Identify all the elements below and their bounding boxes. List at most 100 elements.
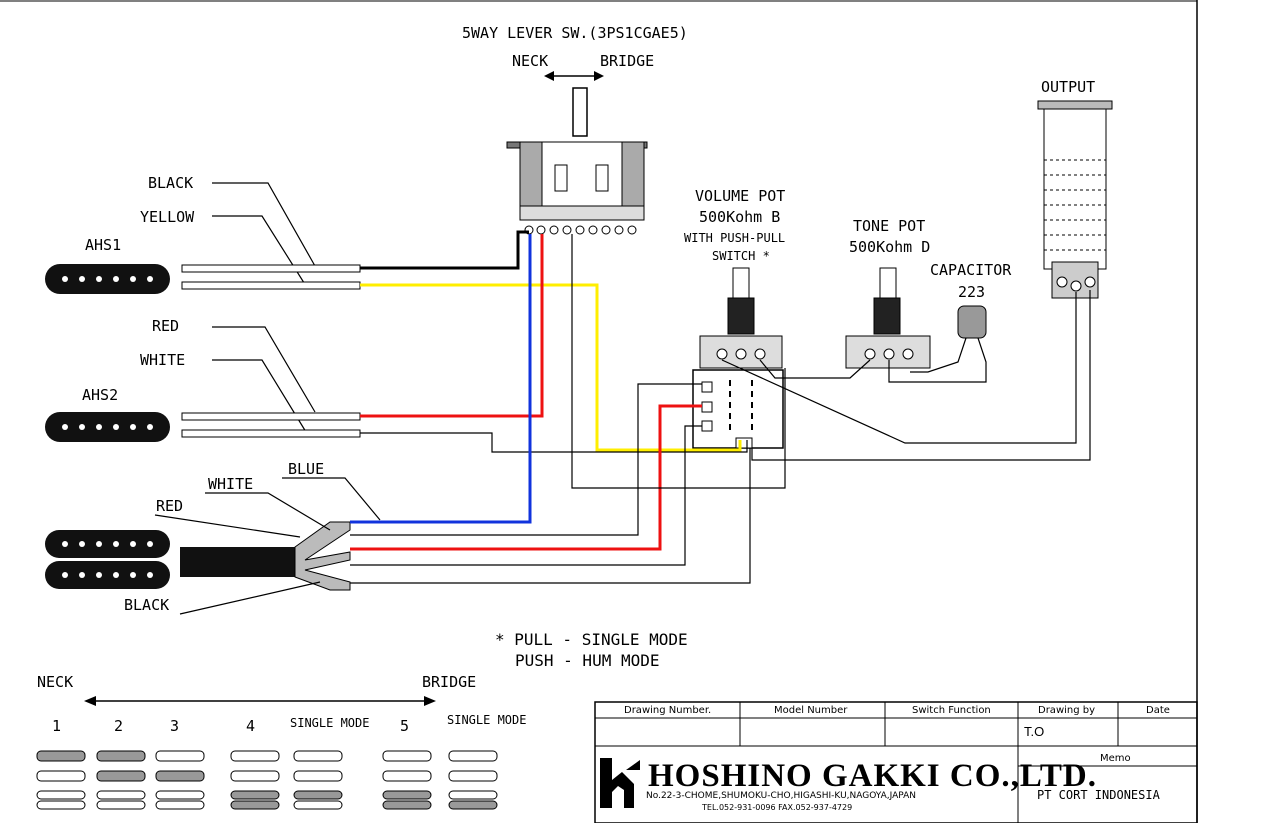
tb-drawing-number: Drawing Number. [624,705,711,716]
position-icon-coil [155,790,205,800]
position-label-5: 5 [400,717,409,735]
position-icon-coil [36,770,86,782]
capacitor-line2: 223 [958,283,985,301]
position-icon-coil [448,790,498,800]
wire-ahs1-black [360,230,529,270]
switch-side-left [519,141,543,215]
pickup-ahs1: AHS1 BLACK YELLOW [45,174,361,294]
positions-neck-label: NECK [37,673,73,691]
ahs1-label: AHS1 [85,236,121,254]
ahs1-wire2-label: YELLOW [140,208,195,226]
position-icon-coil [230,790,280,800]
wires [350,230,1091,584]
wire-hb-blue [350,234,532,524]
volume-pot: VOLUME POT 500Kohm B WITH PUSH-PULL SWIT… [684,187,785,449]
ahs2-wire2-label: WHITE [140,351,185,369]
arrow-head-right [594,71,604,81]
push-pull-note: * PULL - SINGLE MODE PUSH - HUM MODE [495,630,688,670]
ahs2-wire1-leader [212,326,316,413]
position-icon-coil [96,790,146,800]
pickup-ahs2: AHS2 RED WHITE [45,317,361,442]
humbucker-blue-label: BLUE [288,460,324,478]
wire-hb-black [350,448,751,584]
switch-lugs [524,225,637,235]
company-logo [600,758,640,808]
ahs2-wire1-label: RED [152,317,179,335]
humbucker-coil-bottom [45,561,170,589]
position-label-2: 2 [114,717,123,735]
ahs2-wire2-leader [212,359,307,433]
wire-vol-to-tone [759,359,871,379]
position-label-single-b: SINGLE MODE [447,713,526,727]
wire-hb-lower [350,425,702,566]
position-icon-coil [96,800,146,810]
volume-pot-line3: WITH PUSH-PULL [684,231,785,245]
wire-hb-white [350,383,702,536]
volume-pot-line4: SWITCH * [712,249,770,263]
switch-neck-label: NECK [512,52,548,70]
position-chart: NECK BRIDGE 1 2 3 4 SINGLE MODE 5 SINGLE… [36,673,526,810]
volume-pot-line1: VOLUME POT [695,187,785,205]
capacitor-lead-right [888,337,987,383]
switch-side-right [621,141,645,215]
volume-shaft [732,267,750,299]
position-icon-coil [96,750,146,762]
position-icon-coil [155,800,205,810]
switch-slot-left [554,164,568,192]
wire-ground-output [751,290,1091,461]
blue-leader [282,477,381,521]
position-icon-coil [230,770,280,782]
position-icon-coil [36,750,86,762]
position-icon-coil [230,750,280,762]
tb-drawing-by-value: T.O [1024,724,1044,739]
capacitor-line1: CAPACITOR [930,261,1012,279]
position-icon-coil [448,750,498,762]
position-icon-coil [382,800,432,810]
tb-memo: Memo [1100,753,1131,764]
humbucker-coil-top [45,530,170,558]
position-icon-coil [293,770,343,782]
pickup-humbucker: BLUE WHITE RED BLACK [45,460,381,615]
capacitor-body [957,305,987,339]
position-icon-coil [382,770,432,782]
wire-ahs1-yellow [360,283,742,452]
black-leader [179,581,321,615]
note-line2: PUSH - HUM MODE [515,651,660,670]
tone-pot: TONE POT 500Kohm D [845,217,931,369]
position-label-single-a: SINGLE MODE [290,716,369,730]
tone-pot-line2: 500Kohm D [849,238,930,256]
tb-drawing-by: Drawing by [1038,705,1095,716]
position-icon-coil [155,750,205,762]
position-label-1: 1 [52,717,61,735]
capacitor: CAPACITOR 223 [888,261,1012,383]
wire-ahs2-white [360,432,748,453]
volume-pot-line2: 500Kohm B [699,208,780,226]
position-icon-coil [36,790,86,800]
wire-ground-loop [571,234,786,489]
ahs1-wire1-label: BLACK [148,174,193,192]
arrow-head-left [544,71,554,81]
position-icon-coil [293,800,343,810]
tb-date: Date [1146,705,1170,716]
wire-ahs2-red [360,234,544,418]
position-label-3: 3 [170,717,179,735]
ahs1-body [45,264,170,294]
output-jack: OUTPUT [1037,78,1113,299]
wire-vol-to-output [721,292,1077,444]
tb-tel: TEL.052-931-0096 FAX.052-937-4729 [701,803,852,812]
humbucker-red-label: RED [156,497,183,515]
tb-memo-value: PT CORT INDONESIA [1037,788,1161,802]
five-way-switch: 5WAY LEVER SW.(3PS1CGAE5) NECK BRIDGE [462,24,688,235]
tb-company-name: HOSHINO GAKKI CO.,LTD. [648,758,1097,794]
position-icon-coil [96,770,146,782]
switch-lever [572,87,588,137]
tone-shaft [879,267,897,299]
switch-slot-right [595,164,609,192]
position-icon-coil [155,770,205,782]
tb-switch-function: Switch Function [912,705,991,716]
position-label-4: 4 [246,717,255,735]
position-icon-coil [36,800,86,810]
ahs2-label: AHS2 [82,386,118,404]
switch-title: 5WAY LEVER SW.(3PS1CGAE5) [462,24,688,42]
